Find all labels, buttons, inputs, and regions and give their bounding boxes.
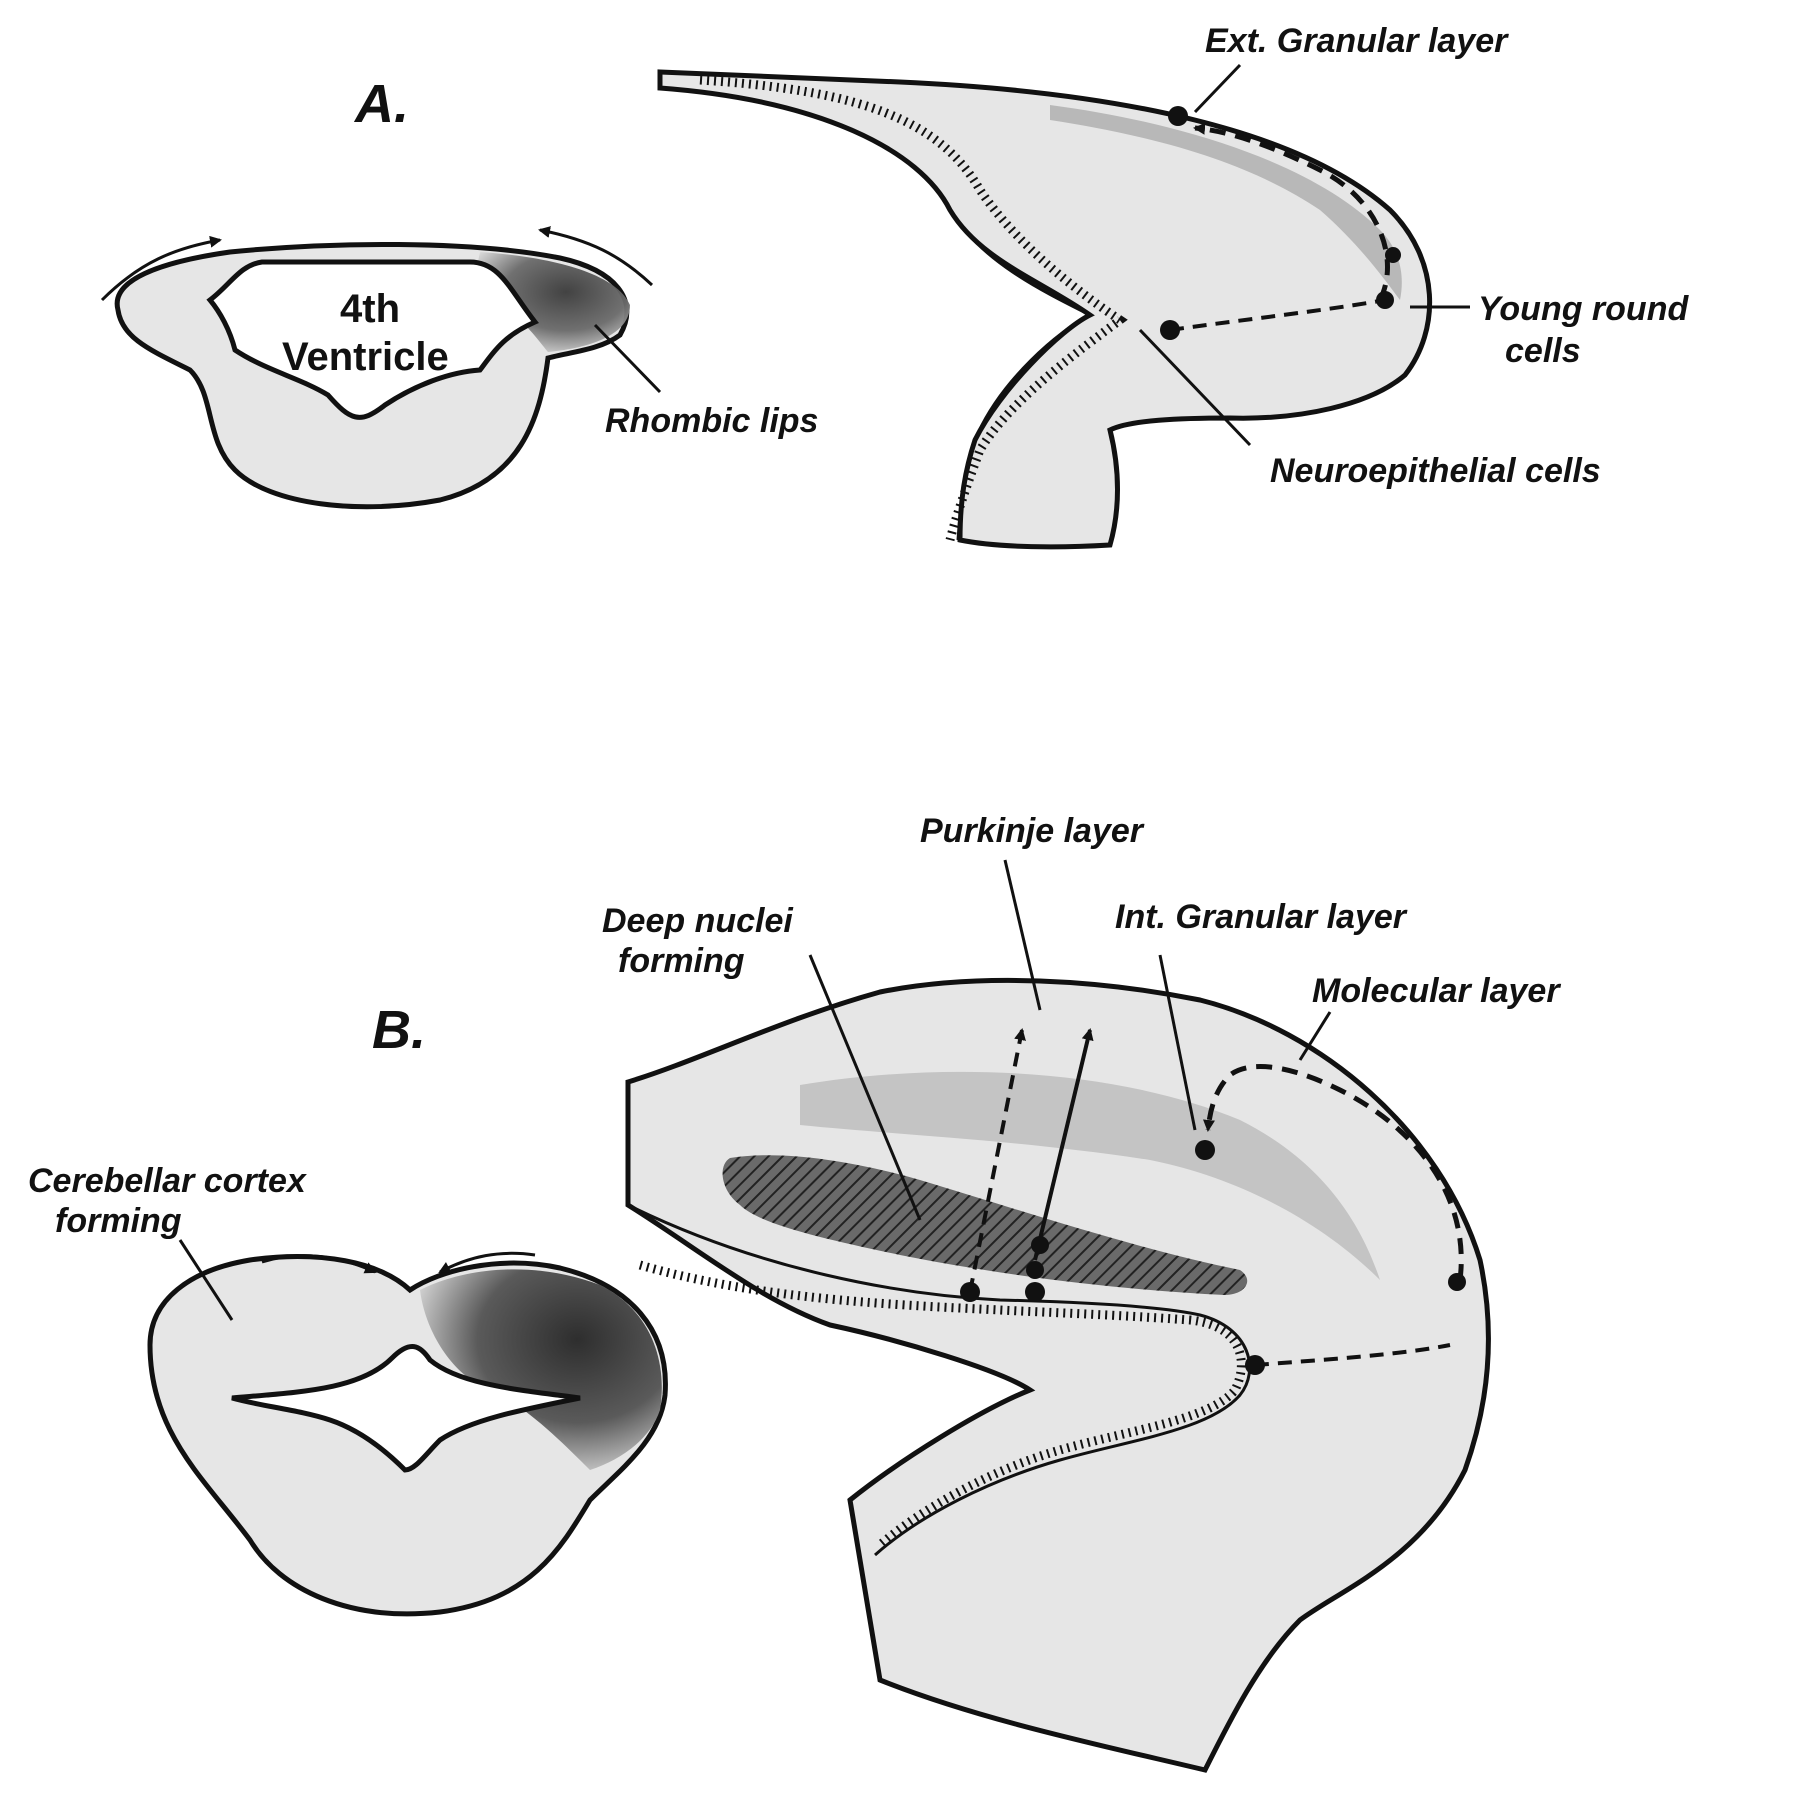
a-ventricle-label-line2: Ventricle <box>282 335 449 379</box>
b-cell-1 <box>960 1282 980 1302</box>
b-purkinje-arrow-solid <box>1033 1028 1094 1261</box>
b-purkinje-label: Purkinje layer <box>920 812 1145 850</box>
b-ventricle-cavity <box>231 1344 581 1473</box>
b-molecular-label: Molecular layer <box>1312 972 1561 1010</box>
a-arrow-right <box>538 226 654 287</box>
b-purkinje-leader <box>1003 859 1042 1011</box>
a-young-round-cell-2 <box>1385 247 1401 263</box>
panel-a-sagittal-section: Ext. Granular layer Young round cells Ne… <box>657 22 1689 550</box>
a-lumen-edge <box>659 86 1094 541</box>
b-lower-migration <box>1254 1343 1451 1367</box>
b-int-granular-cell <box>1195 1140 1215 1160</box>
b-cell-2 <box>1025 1282 1045 1302</box>
b-int-granular-label: Int. Granular layer <box>1115 898 1408 936</box>
a-ext-granular-leader <box>1193 63 1242 114</box>
panel-b-letter: B. <box>372 1000 426 1060</box>
a-rhombic-lip-shading <box>470 252 630 352</box>
a-sagittal-body <box>657 69 1433 550</box>
a-ventricle-cavity <box>206 259 539 420</box>
b-molecular-cell <box>1448 1273 1466 1291</box>
a-migration-path-upper <box>1193 122 1390 302</box>
b-molecular-leader <box>1298 1011 1332 1061</box>
b-cerebellar-label-line1: Cerebellar cortex <box>28 1162 308 1200</box>
a-arrow-left <box>100 235 222 302</box>
b-molecular-path <box>1203 1064 1464 1281</box>
b-deep-nuclei-leader <box>808 954 922 1221</box>
b-dark-shading <box>420 1269 662 1470</box>
b-deep-nuclei-label-line1: Deep nuclei <box>602 902 794 940</box>
panel-b: B. Cerebellar cortex forming <box>28 812 1561 1773</box>
b-cerebellar-leader <box>178 1239 234 1321</box>
b-int-granular-band <box>800 1071 1380 1280</box>
b-deep-nuclei-label-line2: forming <box>618 942 745 980</box>
a-young-round-cell-1 <box>1376 291 1394 309</box>
a-neuroepithelial-cell <box>1160 320 1180 340</box>
b-arrow-left <box>261 1254 377 1274</box>
panel-b-sagittal-section: Deep nuclei forming Purkinje layer Int. … <box>602 812 1561 1773</box>
b-lumen-edge <box>627 1203 1252 1557</box>
b-cerebellar-label-line2: forming <box>55 1202 182 1240</box>
b-origin-cell <box>1245 1355 1265 1375</box>
a-neuroepithelial-label: Neuroepithelial cells <box>1270 452 1601 490</box>
a-neuroepithelial-leader <box>1138 328 1252 447</box>
b-neuroepithelium <box>638 1260 1246 1549</box>
a-neuroepithelium <box>699 75 1128 542</box>
a-ext-granular-label: Ext. Granular layer <box>1205 22 1509 60</box>
panel-a-cross-section: 4th Ventricle Rhombic lips <box>100 226 818 510</box>
a-rhombic-lips-label: Rhombic lips <box>605 402 818 440</box>
panel-a: A. 4th Ventricle Rhombic lips <box>100 22 1689 550</box>
a-rhombic-lips-leader <box>593 323 662 394</box>
panel-b-cross-section: Cerebellar cortex forming <box>28 1162 668 1617</box>
b-arrow-right <box>438 1251 536 1274</box>
b-int-granular-leader <box>1158 954 1197 1131</box>
panel-a-letter: A. <box>353 74 409 134</box>
a-migration-path-lower <box>1169 298 1386 332</box>
b-deep-nuclei-hatch <box>722 1155 1248 1295</box>
a-young-round-label-line1: Young round <box>1478 290 1689 328</box>
a-ext-granular-cell <box>1168 106 1188 126</box>
a-ext-granular-band <box>1050 105 1402 300</box>
a-young-round-label-line2: cells <box>1505 332 1581 370</box>
b-cell-4 <box>1031 1236 1049 1254</box>
b-cell-3 <box>1026 1261 1044 1279</box>
a-ventricle-label-line1: 4th <box>340 287 400 331</box>
